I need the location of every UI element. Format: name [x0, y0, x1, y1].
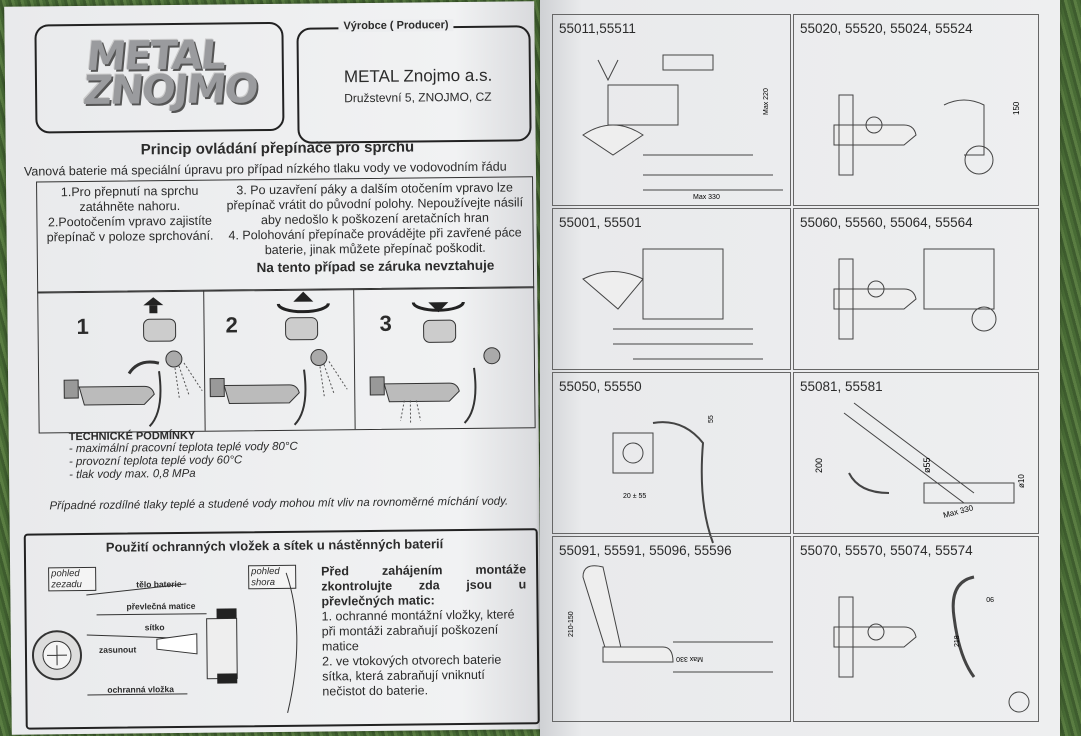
warranty-note: Na tento případ se záruka nevztahuje	[256, 257, 495, 276]
model-cell: 55091, 55591, 55096, 55596 210-150 Max 3…	[552, 536, 791, 722]
assembly-heading: Před zahájením montáže zkontrolujte zda …	[321, 562, 527, 609]
dimension-label: ø10	[1017, 474, 1026, 488]
shower-diverter-drawing-3	[369, 301, 501, 424]
faucet-drawing: 55 20 ± 55	[612, 415, 715, 544]
faucet-drawing: 200 Max 330 ø55 ø10	[814, 402, 1026, 520]
illustration-1: 1	[38, 290, 206, 433]
dimension-label: 200	[814, 458, 824, 473]
illustration-3: 3	[353, 287, 534, 429]
model-cell: 55050, 55550 55 20 ± 55	[552, 372, 791, 544]
company-name: METAL Znojmo a.s.	[343, 65, 493, 87]
model-cell: 55020, 55520, 55024, 55524 150	[793, 14, 1039, 206]
page-title: Princip ovládání přepínače pro sprchu	[140, 138, 415, 159]
faucet-drawing: Max 330 Max 220	[582, 54, 783, 201]
illustration-2: 2	[203, 289, 356, 431]
left-page: METAL ZNOJMO Výrobce ( Producer) METAL Z…	[4, 1, 542, 735]
dimension-label: Max 330	[942, 503, 974, 520]
steps-right: 3. Po uzavření páky a dalším otočením vp…	[222, 180, 528, 275]
producer-box: Výrobce ( Producer) METAL Znojmo a.s. Dr…	[296, 19, 532, 144]
insert-drawing	[31, 572, 298, 713]
model-grid: 55011,55511 Max 330 Max 220 55020, 55520…	[552, 14, 1039, 722]
dimension-label: Max 330	[693, 194, 720, 201]
steps-box: 1.Pro přepnutí na sprchu zatáhněte nahor…	[36, 176, 535, 294]
producer-label: Výrobce ( Producer)	[338, 19, 454, 33]
steps-left: 1.Pro přepnutí na sprchu zatáhněte nahor…	[46, 183, 214, 245]
logo: METAL ZNOJMO	[81, 32, 259, 114]
dimension-label: Max 220	[763, 88, 770, 115]
logo-frame: METAL ZNOJMO	[34, 21, 285, 134]
model-cell: 55001, 55501	[552, 208, 791, 370]
insert-section: Použití ochranných vložek a sítek u nást…	[23, 528, 540, 730]
dimension-label: Max 330	[676, 655, 703, 662]
pressure-note: Případné rozdílné tlaky teplé a studené …	[49, 495, 509, 513]
faucet-drawing: 218 90	[833, 575, 1030, 713]
faucet-drawing	[833, 248, 997, 340]
dimension-label: 210-150	[568, 611, 575, 637]
right-page	[540, 0, 1060, 736]
dimension-label: 90	[986, 595, 994, 602]
dimension-label: 218	[954, 635, 961, 647]
model-cell: 55070, 55570, 55074, 55574 218 90	[793, 536, 1039, 722]
technical-conditions: TECHNICKÉ PODMÍNKY - maximální pracovní …	[68, 429, 298, 482]
switch-illustrations: 1 2	[37, 286, 536, 434]
faucet-drawing	[582, 248, 763, 360]
assembly-instructions: Před zahájením montáže zkontrolujte zda …	[321, 562, 527, 699]
shower-diverter-drawing-2	[209, 291, 348, 426]
model-cell: 55060, 55560, 55064, 55564	[793, 208, 1039, 370]
model-cell: 55011,55511 Max 330 Max 220	[552, 14, 791, 206]
faucet-drawing: 210-150 Max 330	[568, 565, 773, 673]
dimension-label: ø55	[922, 457, 932, 473]
dimension-label: 55	[708, 415, 715, 423]
shower-diverter-drawing-1	[63, 297, 203, 427]
dimension-label: 150	[1012, 101, 1021, 115]
faucet-drawing: 150	[833, 94, 1021, 176]
dimension-label: 20 ± 55	[623, 493, 646, 500]
company-address: Družstevní 5, ZNOJMO, CZ	[344, 89, 492, 106]
model-cell: 55081, 55581 200 Max 330 ø55 ø10	[793, 372, 1039, 534]
